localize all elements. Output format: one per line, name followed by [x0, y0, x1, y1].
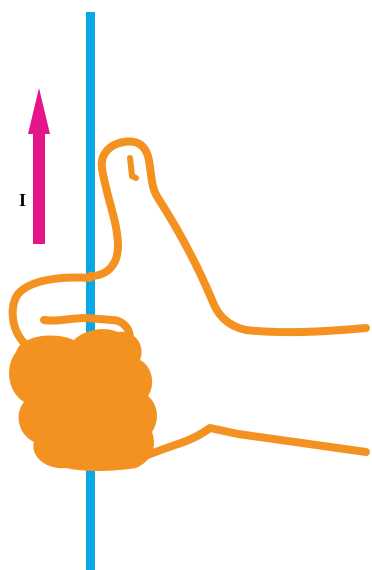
current-arrow	[28, 88, 50, 244]
current-arrow-shaft	[33, 132, 45, 244]
thumb-and-palm-outline	[13, 142, 366, 355]
current-arrow-head	[28, 88, 50, 134]
current-label: I	[19, 190, 26, 210]
thumbnail	[130, 158, 136, 178]
wire	[86, 12, 95, 570]
right-hand	[9, 142, 366, 471]
palm-lower-edge	[118, 428, 366, 466]
